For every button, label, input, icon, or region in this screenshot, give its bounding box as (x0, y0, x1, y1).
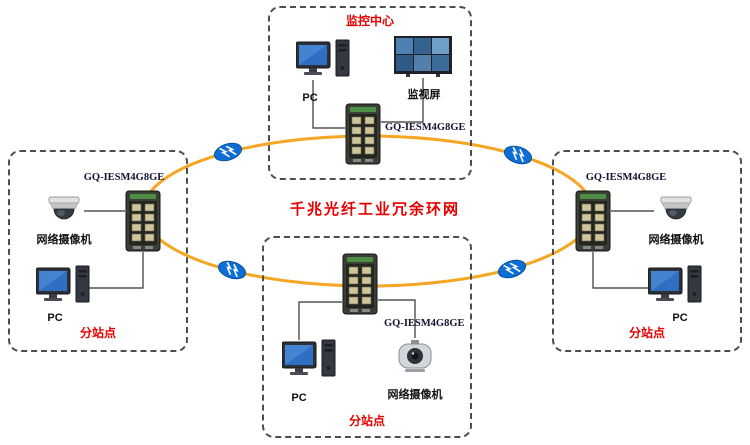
pc-icon (36, 264, 90, 314)
industrial-switch-icon (125, 190, 161, 252)
industrial-switch-icon (345, 103, 381, 165)
connection-line (312, 80, 345, 129)
monitor-center-zone (268, 6, 472, 180)
dome-camera-icon (42, 196, 86, 226)
connection-line (298, 301, 342, 340)
pc-icon (648, 264, 702, 314)
pc-icon (282, 338, 336, 388)
switch-model-label: GQ-IESM4G8GE (83, 172, 165, 183)
connection-line (592, 252, 648, 289)
left-station-zone (8, 150, 188, 352)
video-wall-icon (394, 36, 452, 78)
pc-label: PC (47, 312, 63, 324)
camera-label: 网络摄像机 (387, 389, 443, 401)
connection-line (88, 252, 144, 289)
pc-label: PC (302, 92, 318, 104)
pc-label: PC (291, 392, 307, 404)
camera-label: 网络摄像机 (36, 234, 92, 246)
switch-model-label: GQ-IESM4G8GE (585, 172, 667, 183)
left-station-title: 分站点 (79, 326, 116, 340)
connection-lines (84, 78, 654, 340)
industrial-switch-icon (575, 190, 611, 252)
camera-label: 网络摄像机 (648, 234, 704, 246)
connection-line (381, 78, 424, 123)
ring-title: 千兆光纤工业冗余环网 (289, 201, 460, 218)
ptz-camera-icon (392, 340, 438, 376)
bottom-station-zone (262, 236, 472, 438)
pc-icon (296, 38, 350, 88)
monitor-center-title: 监控中心 (345, 14, 394, 28)
connection-line (378, 299, 416, 338)
bottom-station-title: 分站点 (348, 414, 385, 428)
right-station-zone (552, 150, 742, 352)
switch-model-label: GQ-IESM4G8GE (384, 318, 465, 329)
video-wall-label: 监视屏 (407, 89, 441, 101)
industrial-switch-icon (342, 253, 378, 315)
switch-model-label: GQ-IESM4G8GE (385, 122, 466, 133)
right-station-title: 分站点 (628, 326, 665, 340)
dome-camera-icon (654, 196, 698, 226)
pc-label: PC (672, 312, 688, 324)
